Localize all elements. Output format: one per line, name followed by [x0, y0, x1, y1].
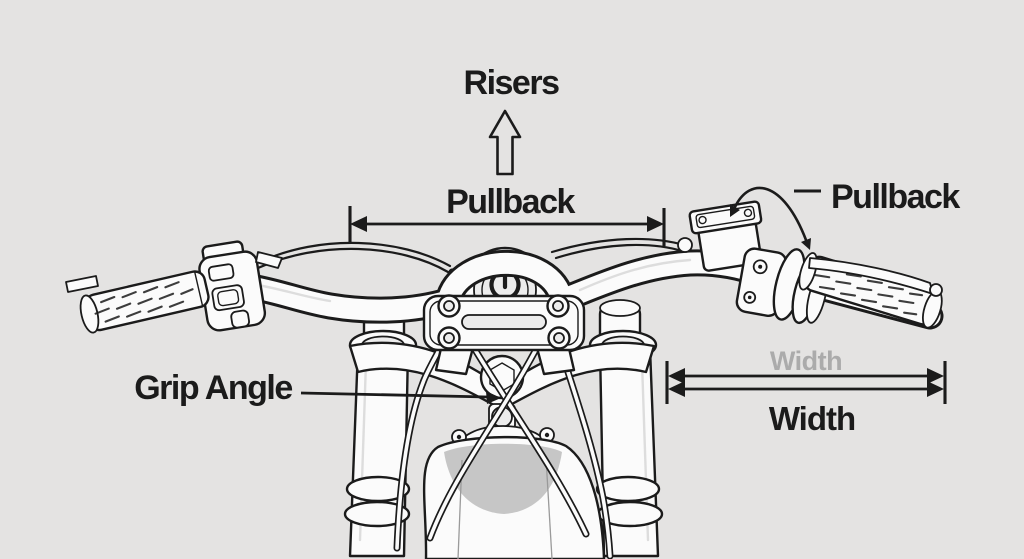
annotation-grip-angle: Grip Angle: [134, 369, 501, 407]
pullback-arrowhead-right: [647, 216, 664, 232]
right-cable-1: [550, 237, 686, 254]
perch-bolt-upper-dot: [758, 264, 763, 269]
risers-label: Risers: [464, 64, 560, 102]
lid-screw-left: [698, 215, 707, 225]
width-upper-arrowhead-left: [668, 368, 685, 384]
curved-arrowhead-right: [801, 238, 811, 250]
annotation-width: Width Width: [665, 346, 947, 437]
handlebar-tube: [86, 249, 944, 330]
grip-angle-label: Grip Angle: [134, 369, 292, 407]
left-shell-bolt-dot: [456, 434, 462, 440]
cable-cross-a-core: [466, 336, 588, 536]
pod-button-main-inner: [217, 289, 240, 307]
left-grip-grooves: [94, 281, 194, 323]
left-cable-1: [258, 241, 452, 268]
front-end-assembly: [343, 299, 664, 559]
pod-button-main: [211, 284, 245, 312]
left-switch-pod: [198, 240, 267, 332]
pod-latch: [255, 251, 283, 269]
reservoir-lid: [688, 200, 763, 235]
pod-button-upper: [207, 263, 235, 282]
riser-clamp: [422, 294, 586, 352]
grip-angle-arrowhead: [486, 391, 501, 404]
handlebar-highlight-right: [578, 258, 692, 292]
annotation-pullback-dimension: Pullback: [348, 183, 666, 246]
width-upper-arrowhead-right: [927, 368, 944, 384]
left-grip: [79, 270, 210, 334]
banjo-fitting: [677, 237, 693, 253]
clamp-bolt-tl-inner: [443, 300, 455, 312]
right-fork-cap-top: [599, 299, 641, 317]
pod-button-lower: [230, 309, 250, 329]
brake-lever-ball: [929, 283, 943, 297]
left-grip-collar: [194, 272, 204, 306]
fender-seam-right: [545, 457, 553, 559]
annotation-pullback-right: Pullback: [730, 178, 962, 250]
annotation-risers: Risers: [464, 64, 561, 176]
clamp-bolt-tr-inner: [552, 300, 564, 312]
width-lower-arrowhead-right: [927, 381, 944, 397]
right-shell-bolt-dot: [544, 432, 550, 438]
clutch-lever-tip: [65, 275, 99, 293]
triple-tree: [348, 341, 656, 412]
reservoir-lid-inner: [695, 205, 756, 229]
right-cable-2: [554, 243, 684, 260]
pullback-right-label: Pullback: [831, 178, 960, 216]
perch-bolt-lower-dot: [747, 295, 752, 300]
width-faded-label: Width: [770, 346, 842, 376]
pullback-center-label: Pullback: [446, 183, 575, 221]
cable-cross-b-core: [428, 340, 542, 540]
fender-shadow: [444, 443, 562, 514]
lid-screw-right: [743, 208, 753, 218]
clamp-bolt-bl-inner: [443, 332, 455, 344]
width-bold-label: Width: [769, 400, 855, 437]
clamp-slot: [461, 314, 547, 330]
up-arrow-icon: [488, 109, 522, 176]
left-fork-ring-lower: [343, 500, 411, 528]
curved-arrowhead-left: [730, 204, 740, 217]
curved-arrow-icon: [733, 186, 808, 242]
width-lower-arrowhead-left: [668, 381, 685, 397]
grip-angle-leader: [300, 391, 489, 399]
clamp-plate-inner: [429, 300, 579, 346]
pullback-arrowhead-left: [350, 216, 367, 232]
handlebar-fill: [89, 252, 941, 327]
clamp-bolt-br-inner: [553, 332, 565, 344]
